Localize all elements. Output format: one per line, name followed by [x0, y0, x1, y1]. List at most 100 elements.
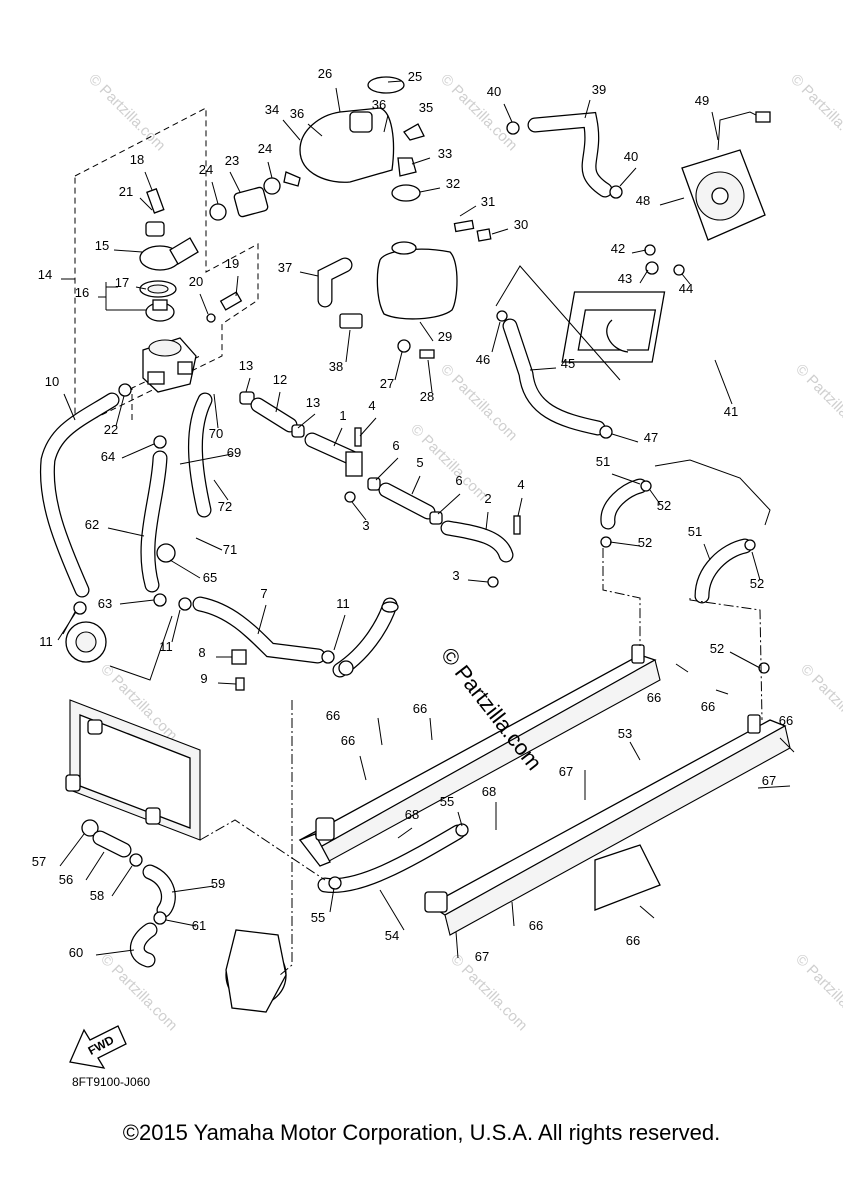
diagram-code: 8FT9100-J060 — [72, 1075, 150, 1089]
right-cooling-group — [495, 111, 771, 439]
callout-38: 38 — [329, 359, 343, 374]
callout-71: 71 — [223, 542, 237, 557]
copyright-notice: ©2015 Yamaha Motor Corporation, U.S.A. A… — [122, 1120, 721, 1145]
callout-23: 23 — [225, 153, 239, 168]
callout-60: 60 — [69, 945, 83, 960]
callout-40: 40 — [624, 149, 638, 164]
callout-2: 2 — [484, 491, 491, 506]
watermark: © Partzilla.com — [85, 71, 168, 154]
callout-67: 67 — [475, 949, 489, 964]
callout-28: 28 — [420, 389, 434, 404]
center-hoses — [239, 391, 521, 588]
callout-29: 29 — [438, 329, 452, 344]
watermark: © Partzilla.com — [792, 951, 843, 1034]
rail-fasteners — [359, 663, 795, 959]
callout-58: 58 — [90, 888, 104, 903]
callout-8: 8 — [198, 645, 205, 660]
callout-24: 24 — [258, 141, 272, 156]
callout-7: 7 — [260, 586, 267, 601]
engine-lower-group — [62, 611, 326, 1013]
callout-11: 11 — [159, 639, 173, 654]
callout-57: 57 — [32, 854, 46, 869]
callout-5: 5 — [416, 455, 423, 470]
callout-55: 55 — [440, 794, 454, 809]
callout-25: 25 — [408, 69, 422, 84]
callout-20: 20 — [189, 274, 203, 289]
callout-21: 21 — [119, 184, 133, 199]
callout-35: 35 — [419, 100, 433, 115]
callout-66: 66 — [341, 733, 355, 748]
callout-51: 51 — [596, 454, 610, 469]
callout-6: 6 — [455, 473, 462, 488]
callout-66: 66 — [326, 708, 340, 723]
callout-43: 43 — [618, 271, 632, 286]
callout-13: 13 — [306, 395, 320, 410]
callout-15: 15 — [95, 238, 109, 253]
callout-14: 14 — [38, 267, 52, 282]
callout-36: 36 — [372, 97, 386, 112]
left-hoses — [39, 383, 399, 691]
callout-56: 56 — [59, 872, 73, 887]
callout-44: 44 — [679, 281, 693, 296]
callout-6: 6 — [392, 438, 399, 453]
callout-52: 52 — [750, 576, 764, 591]
callout-48: 48 — [636, 193, 650, 208]
callout-33: 33 — [438, 146, 452, 161]
callout-66: 66 — [626, 933, 640, 948]
callout-26: 26 — [318, 66, 332, 81]
callout-55: 55 — [311, 910, 325, 925]
callout-3: 3 — [362, 518, 369, 533]
callout-9: 9 — [200, 671, 207, 686]
callout-52: 52 — [657, 498, 671, 513]
leader-lines — [57, 80, 761, 956]
callout-42: 42 — [611, 241, 625, 256]
watermark: © Partzilla.com — [792, 361, 843, 444]
callout-18: 18 — [130, 152, 144, 167]
watermark: © Partzilla.com — [437, 361, 520, 444]
watermark: © Partzilla.com — [797, 661, 843, 744]
callout-54: 54 — [385, 928, 399, 943]
callout-59: 59 — [211, 876, 225, 891]
heat-exchanger-rails — [298, 459, 791, 936]
callout-68: 68 — [405, 807, 419, 822]
callout-67: 67 — [762, 773, 776, 788]
callout-32: 32 — [446, 176, 460, 191]
callout-19: 19 — [225, 256, 239, 271]
callout-66: 66 — [529, 918, 543, 933]
callout-31: 31 — [481, 194, 495, 209]
callout-30: 30 — [514, 217, 528, 232]
callout-40: 40 — [487, 84, 501, 99]
callout-65: 65 — [203, 570, 217, 585]
callout-27: 27 — [380, 376, 394, 391]
callout-24: 24 — [199, 162, 213, 177]
callout-labels: 1233445667891011111112131314151617181920… — [32, 66, 793, 964]
callout-41: 41 — [724, 404, 738, 419]
callout-63: 63 — [98, 596, 112, 611]
callout-34: 34 — [265, 102, 279, 117]
callout-67: 67 — [559, 764, 573, 779]
callout-3: 3 — [452, 568, 459, 583]
callout-11: 11 — [39, 634, 53, 649]
thermostat-housing-group — [139, 188, 243, 393]
callout-4: 4 — [368, 398, 375, 413]
callout-11: 11 — [336, 596, 350, 611]
fwd-arrow-icon: FWD — [69, 1025, 127, 1069]
callout-61: 61 — [192, 918, 206, 933]
callout-51: 51 — [688, 524, 702, 539]
callout-10: 10 — [45, 374, 59, 389]
callout-47: 47 — [644, 430, 658, 445]
callout-13: 13 — [239, 358, 253, 373]
callout-1: 1 — [339, 408, 346, 423]
callout-69: 69 — [227, 445, 241, 460]
callout-64: 64 — [101, 449, 115, 464]
callout-68: 68 — [482, 784, 496, 799]
callout-62: 62 — [85, 517, 99, 532]
callout-52: 52 — [638, 535, 652, 550]
callout-37: 37 — [278, 260, 292, 275]
callout-66: 66 — [647, 690, 661, 705]
callout-66: 66 — [701, 699, 715, 714]
callout-72: 72 — [218, 499, 232, 514]
callout-66: 66 — [413, 701, 427, 716]
watermark: © Partzilla.com — [787, 71, 843, 154]
